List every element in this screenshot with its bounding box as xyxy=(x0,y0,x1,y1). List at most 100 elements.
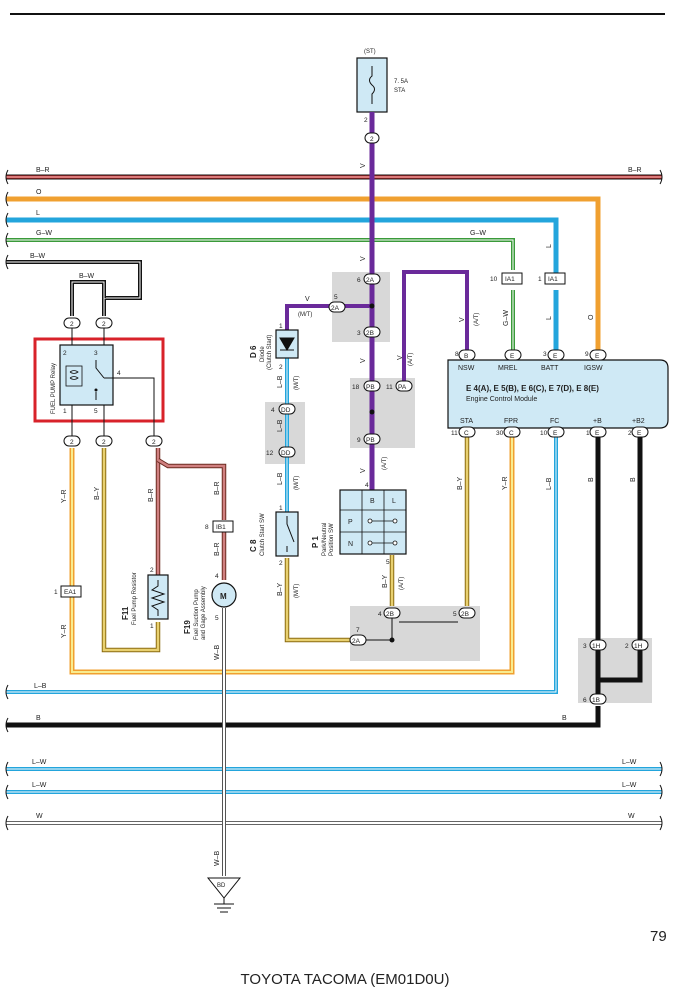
clutch-pin-1: 1 xyxy=(279,505,283,512)
wire-label-y-r-3: Y–R xyxy=(502,476,509,490)
clutch-start-sw xyxy=(275,511,299,557)
relay-coil-winding xyxy=(69,370,79,380)
clutch-sw-code: C 8 xyxy=(249,539,258,552)
wire-y-r-fpr xyxy=(69,437,515,675)
ecm-term-fc: FC xyxy=(550,418,559,425)
bus-label-b-r-right: B–R xyxy=(628,167,642,174)
engine-control-module xyxy=(447,359,669,429)
wire-b-r-resistor xyxy=(155,448,227,580)
conn-ecm-e-mrel: E xyxy=(510,353,515,360)
ecm-term-plus-b: +B xyxy=(593,418,602,425)
wire-label-v-2: V xyxy=(360,256,367,261)
conn-1h-right: 1H xyxy=(634,643,643,650)
pin-ea1-1: 1 xyxy=(54,589,58,596)
connector-blocks xyxy=(60,272,566,598)
resistor-icon xyxy=(150,580,166,616)
conn-pb-top: PB xyxy=(366,384,375,391)
conn-ia1-batt: IA1 xyxy=(548,276,558,283)
resistor-pin-2: 2 xyxy=(150,567,154,574)
wire-label-l-ecm: L xyxy=(546,316,553,320)
resistor-pin-1: 1 xyxy=(150,623,154,630)
park-sw-contact-dots xyxy=(367,518,398,546)
bus-label-w-right: W xyxy=(628,813,635,820)
pin-2a-7: 7 xyxy=(356,627,360,634)
park-sw-contacts xyxy=(370,520,395,544)
wire-label-v-ecm: V xyxy=(459,317,466,322)
bus-o xyxy=(6,196,601,350)
wire-label-w-b-1: W–B xyxy=(214,645,221,661)
pin-pb-18: 18 xyxy=(352,384,360,391)
bus-label-l: L xyxy=(36,210,40,217)
diode-name1: Diode xyxy=(260,346,266,362)
conn-ea1: EA1 xyxy=(64,589,77,596)
ground-icon xyxy=(206,877,242,899)
bus-label-l-w-2-right: L–W xyxy=(622,782,637,789)
fuse-top-label: (ST) xyxy=(364,49,376,55)
ecm-pin-3: 3 xyxy=(543,351,547,358)
wire-b-plus-b2 xyxy=(598,437,643,683)
bus-l-b xyxy=(6,437,558,694)
wire-label-b-1: B xyxy=(588,477,595,482)
pump-motor-symbol: M xyxy=(220,592,227,601)
ecm-pin-2: 2 xyxy=(628,430,632,437)
conn-pa: PA xyxy=(398,384,407,391)
pin-dd-4: 4 xyxy=(271,407,275,414)
relay-pin-2: 2 xyxy=(63,350,67,357)
bus-g-w xyxy=(6,238,515,270)
relay-contact-icon xyxy=(94,388,98,392)
ecm-name: Engine Control Module xyxy=(466,396,537,403)
connector-bubbles xyxy=(63,132,649,705)
ground-conn-bd: BD xyxy=(217,883,226,889)
park-sw-col-b: B xyxy=(370,498,375,505)
wire-label-v-3: V xyxy=(360,358,367,363)
ecm-term-nsw: NSW xyxy=(458,365,475,372)
conn-ecm-e-batt: E xyxy=(553,353,558,360)
pin-1b-6: 6 xyxy=(583,697,587,704)
wire-label-b-r-2: B–R xyxy=(214,481,221,495)
wire-label-mt-3: (M/T) xyxy=(294,476,300,490)
conn-relay-2b: 2 xyxy=(102,321,106,328)
park-sw-grid xyxy=(340,490,406,554)
bus-b xyxy=(6,706,601,728)
wire-label-mt-2: (M/T) xyxy=(294,376,300,390)
bus-label-b-left: B xyxy=(36,715,41,722)
bus-b-w xyxy=(6,260,142,316)
ecm-pin-9: 9 xyxy=(585,351,589,358)
fuel-pump-relay xyxy=(59,344,114,406)
wire-b-y-relay xyxy=(101,448,161,653)
wire-label-l-b-2: L–B xyxy=(277,419,284,432)
wire-label-b-2: B xyxy=(630,477,637,482)
diode-pin-2: 2 xyxy=(279,364,283,371)
pin-2b-5: 5 xyxy=(453,611,457,618)
pin-1h-2: 2 xyxy=(625,643,629,650)
pin-ia1-1: 1 xyxy=(538,276,542,283)
ground-lines xyxy=(214,898,234,913)
wire-label-w-b-2: W–B xyxy=(214,851,221,867)
clutch-switch-icon xyxy=(286,516,295,552)
bus-label-w-left: W xyxy=(36,813,43,820)
pump-code: F19 xyxy=(183,620,192,634)
park-sw-row-n: N xyxy=(348,541,353,548)
ecm-pin-30: 30 xyxy=(496,430,504,437)
wire-label-b-r-3: B–R xyxy=(214,542,221,556)
conn-dd-bottom: DD xyxy=(281,450,291,457)
conn-ecm-e-b2: E xyxy=(637,430,642,437)
diode-pin-1: 1 xyxy=(279,323,283,330)
bus-break-marks xyxy=(5,169,663,831)
bus-label-l-w-1-left: L–W xyxy=(32,759,47,766)
ecm-term-fpr: FPR xyxy=(504,418,518,425)
relay-pin-3: 3 xyxy=(94,350,98,357)
conn-ecm-b: B xyxy=(464,353,468,360)
pin-2b-3: 3 xyxy=(357,330,361,337)
wire-label-at-3: (A/T) xyxy=(474,313,480,326)
park-sw-col-l: L xyxy=(392,498,396,505)
pump-pin-5: 5 xyxy=(215,615,219,622)
conn-2b-top: 2B xyxy=(366,330,374,337)
ecm-pin-10: 10 xyxy=(540,430,548,437)
conn-2a-top: 2A xyxy=(366,277,375,284)
fuel-pump-motor xyxy=(211,582,237,608)
wire-label-at-4: (A/T) xyxy=(399,577,405,590)
pin-2a-5: 5 xyxy=(334,294,338,301)
fuse-name: STA xyxy=(394,88,405,94)
